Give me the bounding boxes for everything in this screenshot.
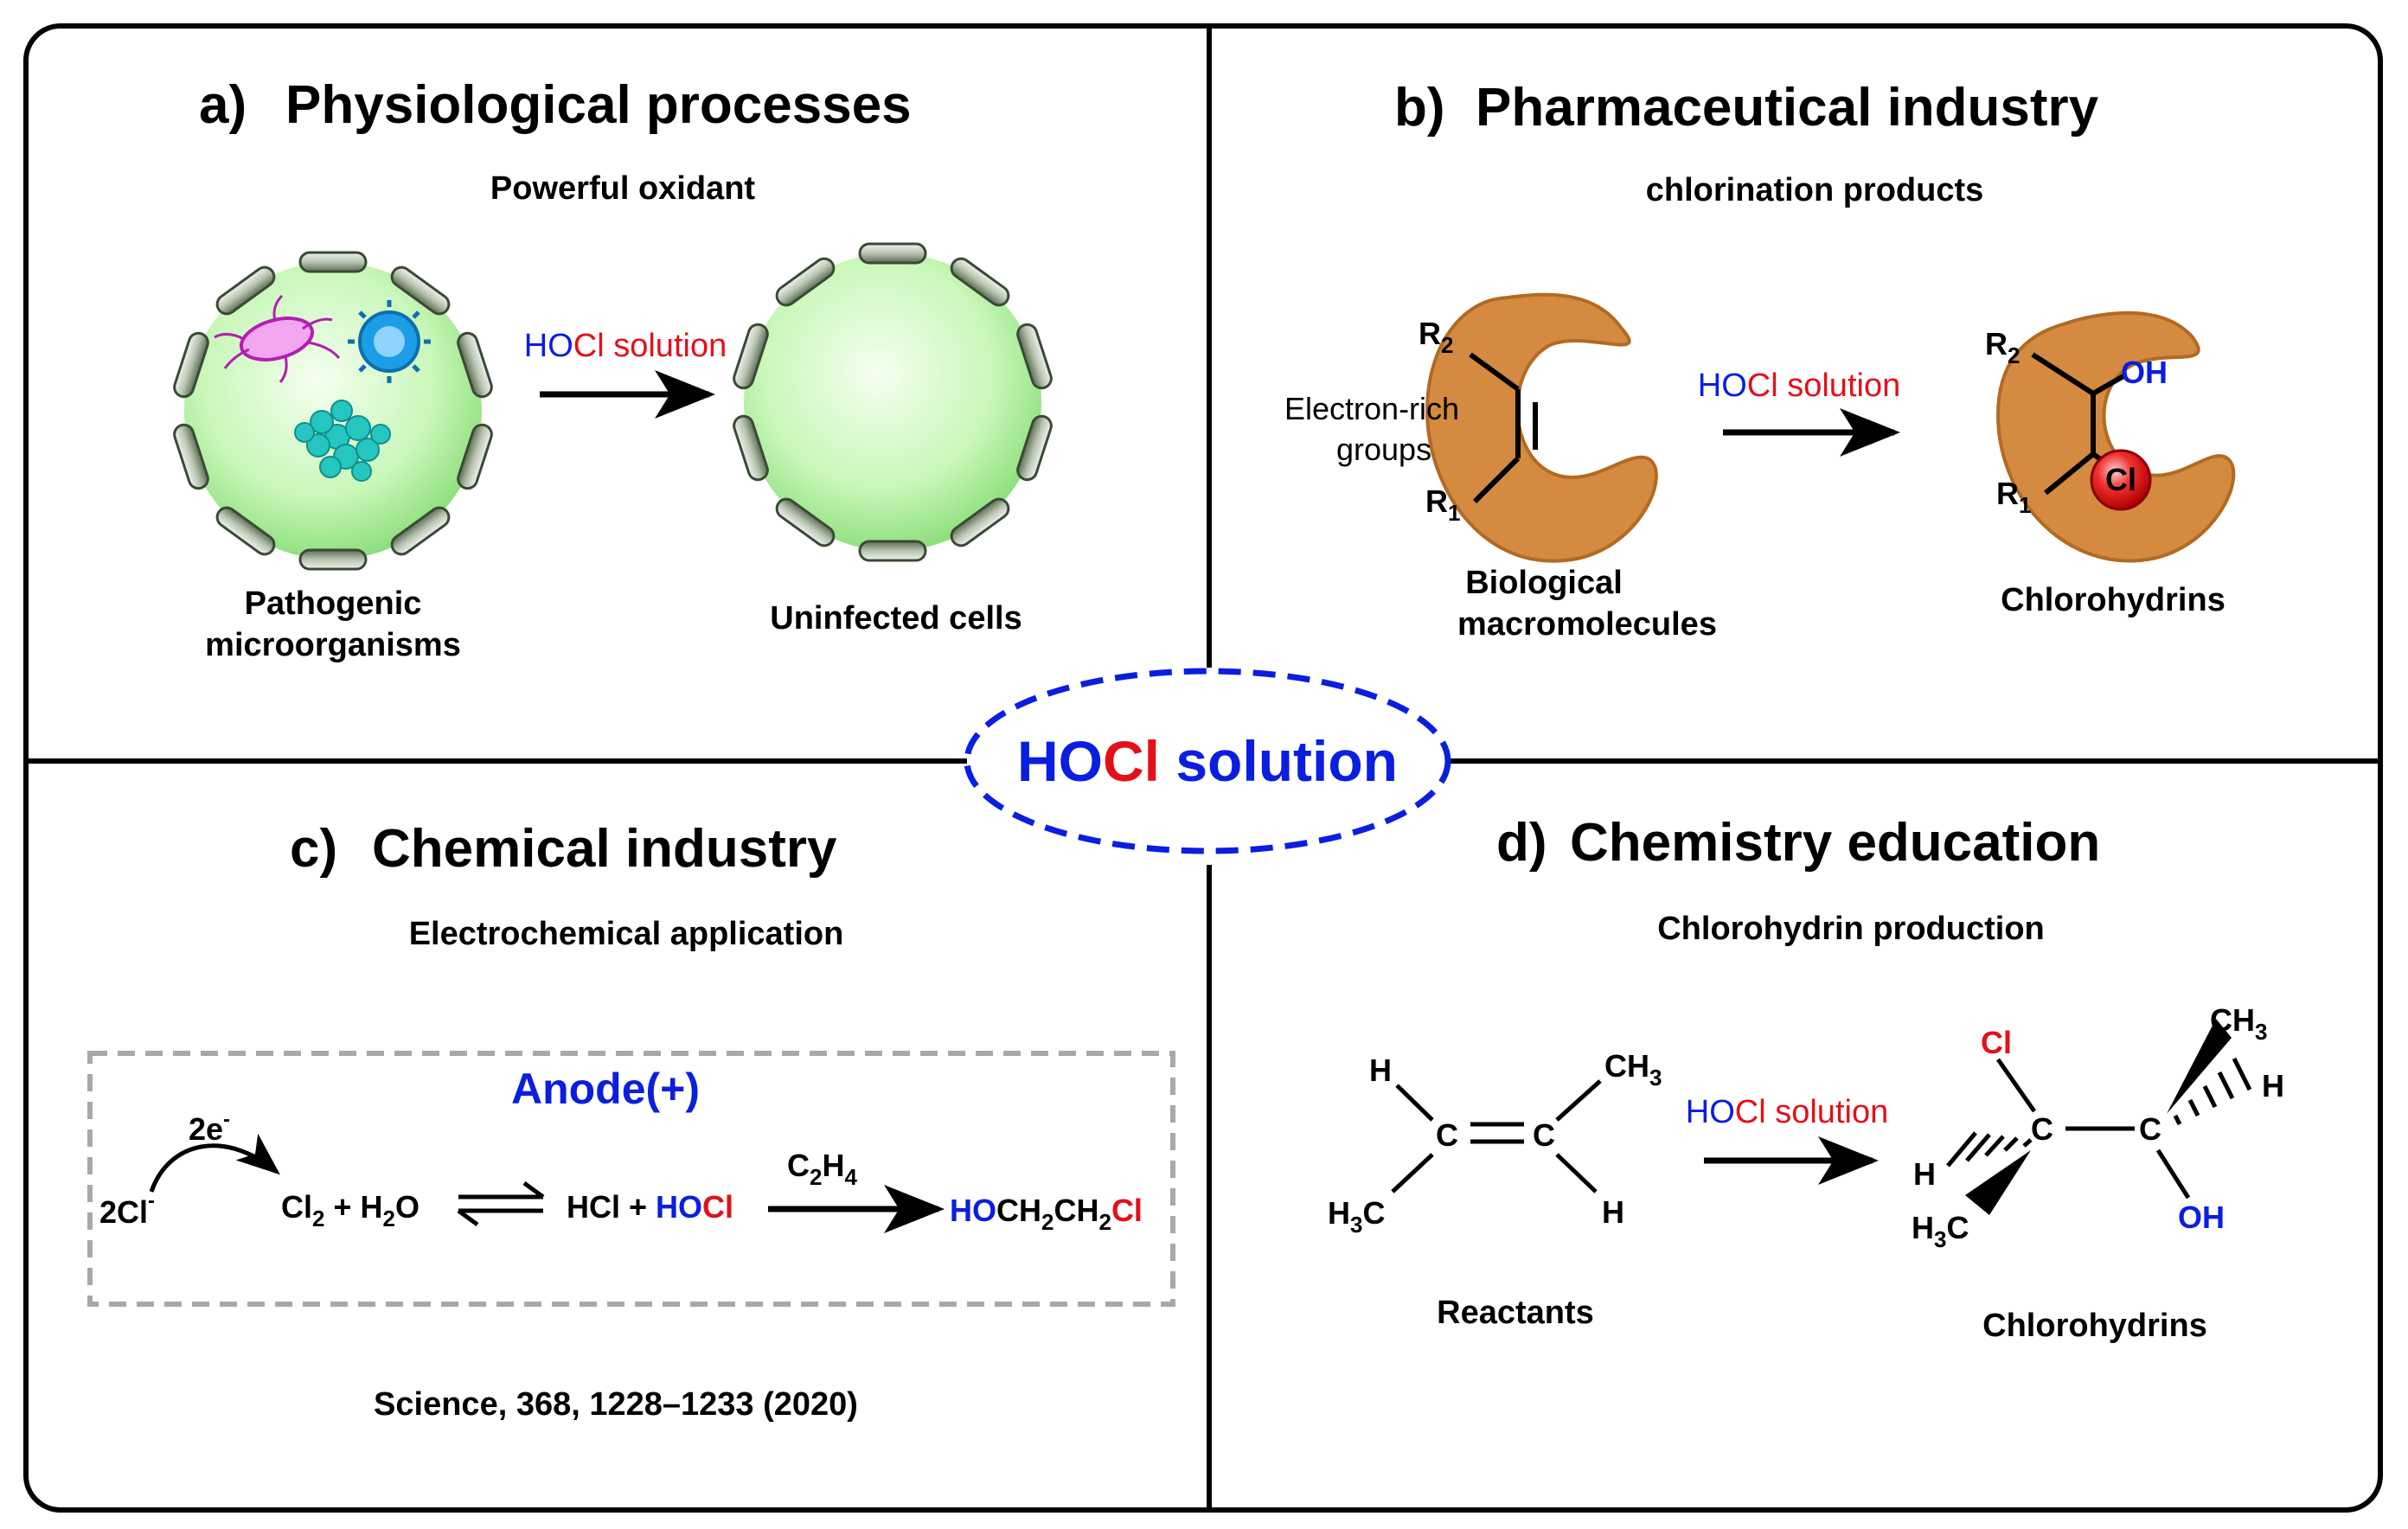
svg-text:H: H bbox=[1602, 1194, 1624, 1230]
panel-d-subtitle: Chlorohydrin production bbox=[1657, 911, 2045, 947]
panel-b-letter: b) bbox=[1394, 78, 1445, 138]
panel-b-oh: OH bbox=[2121, 355, 2168, 390]
panel-a-subtitle: Powerful oxidant bbox=[490, 170, 755, 207]
svg-text:H: H bbox=[1913, 1156, 1936, 1192]
chlorine-ball bbox=[2090, 449, 2152, 511]
hcl-hocl: HCl + HOCl bbox=[567, 1189, 733, 1225]
svg-text:H3C: H3C bbox=[1328, 1195, 1385, 1238]
anode-box bbox=[87, 1051, 1175, 1307]
panel-c: c) Chemical industry Electrochemical app… bbox=[87, 819, 1175, 1423]
panel-b-cl: Cl bbox=[2105, 462, 2136, 497]
panel-b-group-label-1: Electron-rich bbox=[1284, 391, 1459, 426]
panel-d-reagent: HOCl solution bbox=[1686, 1094, 1888, 1130]
panel-d-left-label: Reactants bbox=[1437, 1295, 1594, 1331]
svg-text:C: C bbox=[2031, 1111, 2053, 1147]
svg-text:Cl: Cl bbox=[1981, 1025, 2012, 1060]
panel-a: a) Physiological processes Powerful oxid… bbox=[170, 75, 1055, 663]
chlorohydrin-structure: Cl C C CH3 H OH H H3C bbox=[1912, 1002, 2284, 1252]
panel-a-reagent: HOCl solution bbox=[524, 328, 727, 364]
svg-text:CH3: CH3 bbox=[1604, 1048, 1662, 1091]
panel-b-title: Pharmaceutical industry bbox=[1476, 78, 2099, 138]
panel-b-left-label-2: macromolecules bbox=[1457, 606, 1717, 643]
svg-text:H3C: H3C bbox=[1912, 1210, 1969, 1252]
panel-a-left-label-2: microorganisms bbox=[205, 627, 461, 663]
chlorine-water: Cl2 + H2O bbox=[281, 1189, 419, 1232]
virus-icon bbox=[348, 300, 431, 383]
macromolecule-left bbox=[1425, 292, 1658, 563]
panel-b-r2-left: R2 bbox=[1419, 316, 1453, 358]
panel-d-title: Chemistry education bbox=[1570, 813, 2100, 873]
panel-d-right-label: Chlorohydrins bbox=[1982, 1308, 2207, 1344]
ethylene-chlorohydrin: HOCH2CH2Cl bbox=[950, 1193, 1143, 1235]
panel-a-title: Physiological processes bbox=[285, 75, 912, 135]
panel-b-r1-left: R1 bbox=[1425, 483, 1460, 526]
svg-text:H: H bbox=[1369, 1052, 1392, 1088]
chloride-ion: 2Cl- bbox=[99, 1189, 155, 1230]
panel-b: b) Pharmaceutical industry chlorination … bbox=[1284, 78, 2236, 643]
panel-b-r2-right: R2 bbox=[1985, 326, 2020, 368]
ethylene-label: C2H4 bbox=[787, 1148, 857, 1190]
panel-b-group-label-2: groups bbox=[1336, 432, 1431, 467]
panel-d-letter: d) bbox=[1496, 813, 1547, 873]
bacterium-icon bbox=[214, 294, 341, 383]
svg-text:C: C bbox=[2139, 1111, 2161, 1147]
center-ellipse bbox=[964, 668, 1451, 854]
panel-c-letter: c) bbox=[290, 819, 337, 879]
uninfected-cell bbox=[730, 242, 1055, 562]
svg-text:C: C bbox=[1533, 1117, 1555, 1153]
panel-b-subtitle: chlorination products bbox=[1646, 172, 1984, 208]
center-label: HOCl solution bbox=[1017, 729, 1398, 793]
panel-c-subtitle: Electrochemical application bbox=[409, 916, 844, 952]
panel-b-left-label-1: Biological bbox=[1465, 565, 1623, 601]
electron-label: 2e- bbox=[189, 1108, 230, 1147]
spore-cluster-icon bbox=[294, 400, 391, 482]
panel-a-left-label-1: Pathogenic bbox=[245, 585, 422, 622]
panel-c-title: Chemical industry bbox=[372, 819, 837, 879]
propene-structure: H C C CH3 H3C H bbox=[1328, 1048, 1662, 1238]
outer-frame bbox=[23, 23, 2383, 1513]
citation: Science, 368, 1228–1233 (2020) bbox=[374, 1386, 858, 1423]
anode-label: Anode(+) bbox=[511, 1065, 700, 1113]
panel-b-reagent: HOCl solution bbox=[1698, 368, 1900, 404]
svg-text:OH: OH bbox=[2178, 1200, 2225, 1235]
equilibrium-arrows bbox=[457, 1180, 545, 1227]
panel-b-right-label: Chlorohydrins bbox=[2001, 582, 2225, 618]
panel-d: d) Chemistry education Chlorohydrin prod… bbox=[1328, 813, 2284, 1344]
panel-a-letter: a) bbox=[199, 75, 247, 135]
infected-cell bbox=[170, 251, 496, 571]
electron-arrow bbox=[149, 1133, 280, 1193]
panel-a-right-label: Uninfected cells bbox=[770, 600, 1021, 637]
panel-b-r1-right: R1 bbox=[1996, 476, 2031, 518]
svg-text:C: C bbox=[1436, 1117, 1458, 1153]
macromolecule-right bbox=[1995, 310, 2236, 563]
svg-text:H: H bbox=[2262, 1068, 2284, 1104]
